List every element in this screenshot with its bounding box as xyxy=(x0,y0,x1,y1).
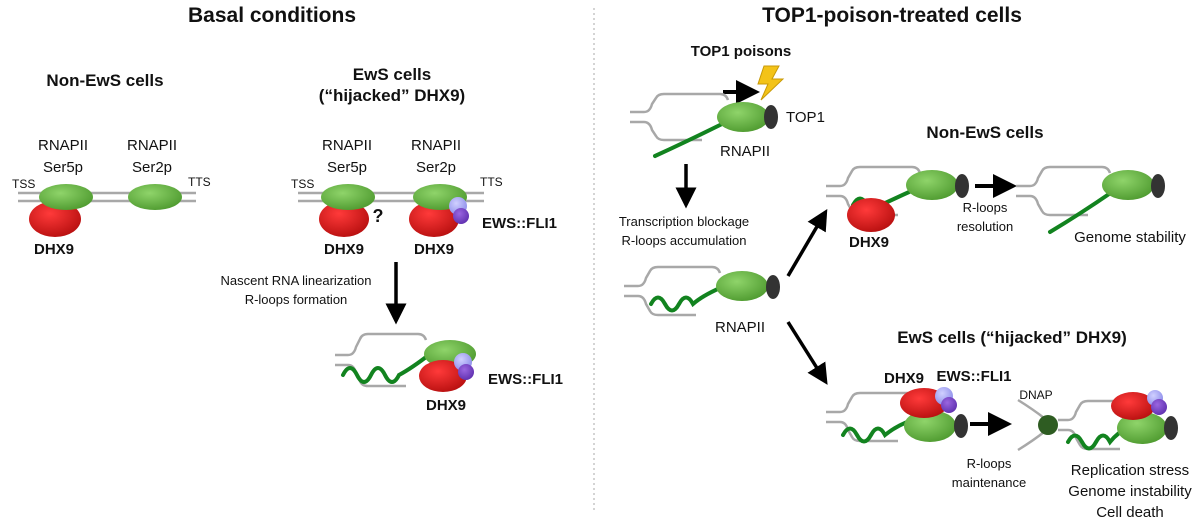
ews-fli1-label: EWS::FLI1 xyxy=(482,215,557,232)
ews-title-basal-1: EwS cells xyxy=(353,65,431,84)
outcome-cell-death: Cell death xyxy=(1096,504,1164,521)
top1-protein xyxy=(764,105,778,129)
dna-bubble xyxy=(630,92,730,142)
top1-poisons-label: TOP1 poisons xyxy=(691,43,792,60)
ews-fli1-label: EWS::FLI1 xyxy=(488,371,563,388)
ews-fli1-protein xyxy=(1151,399,1167,415)
nascent-rna xyxy=(649,286,722,313)
dna-bubble xyxy=(1016,165,1112,217)
rnapii-ser2p-protein xyxy=(128,184,182,210)
non-ews-title-basal: Non-EwS cells xyxy=(46,71,163,90)
rnapii-label: RNAPII xyxy=(715,319,765,336)
dhx9-label: DHX9 xyxy=(426,397,466,414)
ser2p-label: Ser2p xyxy=(416,159,456,176)
outcome-replication-stress: Replication stress xyxy=(1071,462,1189,479)
dhx9-label: DHX9 xyxy=(324,241,364,258)
dhx9-protein xyxy=(409,201,459,237)
maintenance-label-2: maintenance xyxy=(952,475,1026,490)
question-mark: ? xyxy=(373,206,384,226)
rnapii-ser5p-protein xyxy=(39,184,93,210)
rnapii-ser5p-protein xyxy=(321,184,375,210)
genome-stability-label: Genome stability xyxy=(1074,229,1186,246)
rnapii-label: RNAPII xyxy=(720,143,770,160)
nascent-rna xyxy=(841,418,914,444)
top1-protein xyxy=(955,174,969,198)
dnap-label: DNAP xyxy=(1019,388,1052,402)
rnapii-protein xyxy=(1117,412,1167,444)
dhx9-label: DHX9 xyxy=(34,241,74,258)
dhx9-protein xyxy=(1111,392,1155,420)
rnapii-protein xyxy=(906,170,958,200)
ews-fli1-protein xyxy=(458,364,474,380)
replication-fork xyxy=(1017,398,1045,452)
ews-fli1-protein xyxy=(453,208,469,224)
tss-label: TSS xyxy=(12,177,35,191)
dna-bubble xyxy=(335,332,428,388)
step-rloop-formation: R-loops formation xyxy=(245,292,348,307)
blockage-label: Transcription blockage xyxy=(619,214,749,229)
rnapii-protein xyxy=(1102,170,1154,200)
non-ews-title-treated: Non-EwS cells xyxy=(926,123,1043,142)
ews-title-treated: EwS cells (“hijacked” DHX9) xyxy=(897,328,1127,347)
top1-label: TOP1 xyxy=(786,109,825,126)
maintenance-label-1: R-loops xyxy=(967,456,1012,471)
rnapii-label: RNAPII xyxy=(322,137,372,154)
nascent-rna xyxy=(653,119,730,158)
tts-label: TTS xyxy=(188,175,211,189)
step-linearization: Nascent RNA linearization xyxy=(220,273,371,288)
down-right-arrow xyxy=(786,321,828,385)
top1-protein xyxy=(1151,174,1165,198)
left-panel-title: Basal conditions xyxy=(188,4,356,27)
tts-label: TTS xyxy=(480,175,503,189)
dhx9-protein xyxy=(319,201,369,237)
dna-bubble xyxy=(624,265,722,317)
rnapii-protein xyxy=(716,271,768,301)
lightning-icon xyxy=(757,65,785,101)
accumulation-label: R-loops accumulation xyxy=(621,233,746,248)
rnapii-label: RNAPII xyxy=(38,137,88,154)
up-right-arrow xyxy=(786,208,828,277)
top1-protein xyxy=(954,414,968,438)
nascent-rna xyxy=(341,352,432,384)
resolution-label-1: R-loops xyxy=(963,200,1008,215)
ser2p-label: Ser2p xyxy=(132,159,172,176)
tss-label: TSS xyxy=(291,177,314,191)
dnap-protein xyxy=(1038,415,1058,435)
outcome-genome-instability: Genome instability xyxy=(1068,483,1192,500)
dhx9-protein xyxy=(419,360,467,392)
ser5p-label: Ser5p xyxy=(327,159,367,176)
ser5p-label: Ser5p xyxy=(43,159,83,176)
rnapii-protein xyxy=(717,102,769,132)
right-panel-title: TOP1-poison-treated cells xyxy=(762,4,1022,27)
dhx9-label: DHX9 xyxy=(884,370,924,387)
dhx9-label: DHX9 xyxy=(414,241,454,258)
top1-protein xyxy=(1164,416,1178,440)
ews-title-basal-2: (“hijacked” DHX9) xyxy=(319,86,465,105)
ews-fli1-label: EWS::FLI1 xyxy=(937,368,1012,385)
rnapii-label: RNAPII xyxy=(127,137,177,154)
nascent-rna xyxy=(1066,426,1130,451)
nascent-rna xyxy=(1048,190,1114,234)
top1-protein xyxy=(766,275,780,299)
dhx9-protein xyxy=(29,201,81,237)
rnapii-protein xyxy=(904,410,956,442)
resolution-label-2: resolution xyxy=(957,219,1013,234)
ews-fli1-protein xyxy=(941,397,957,413)
rnapii-label: RNAPII xyxy=(411,137,461,154)
dhx9-label: DHX9 xyxy=(849,234,889,251)
dhx9-protein xyxy=(847,198,895,232)
